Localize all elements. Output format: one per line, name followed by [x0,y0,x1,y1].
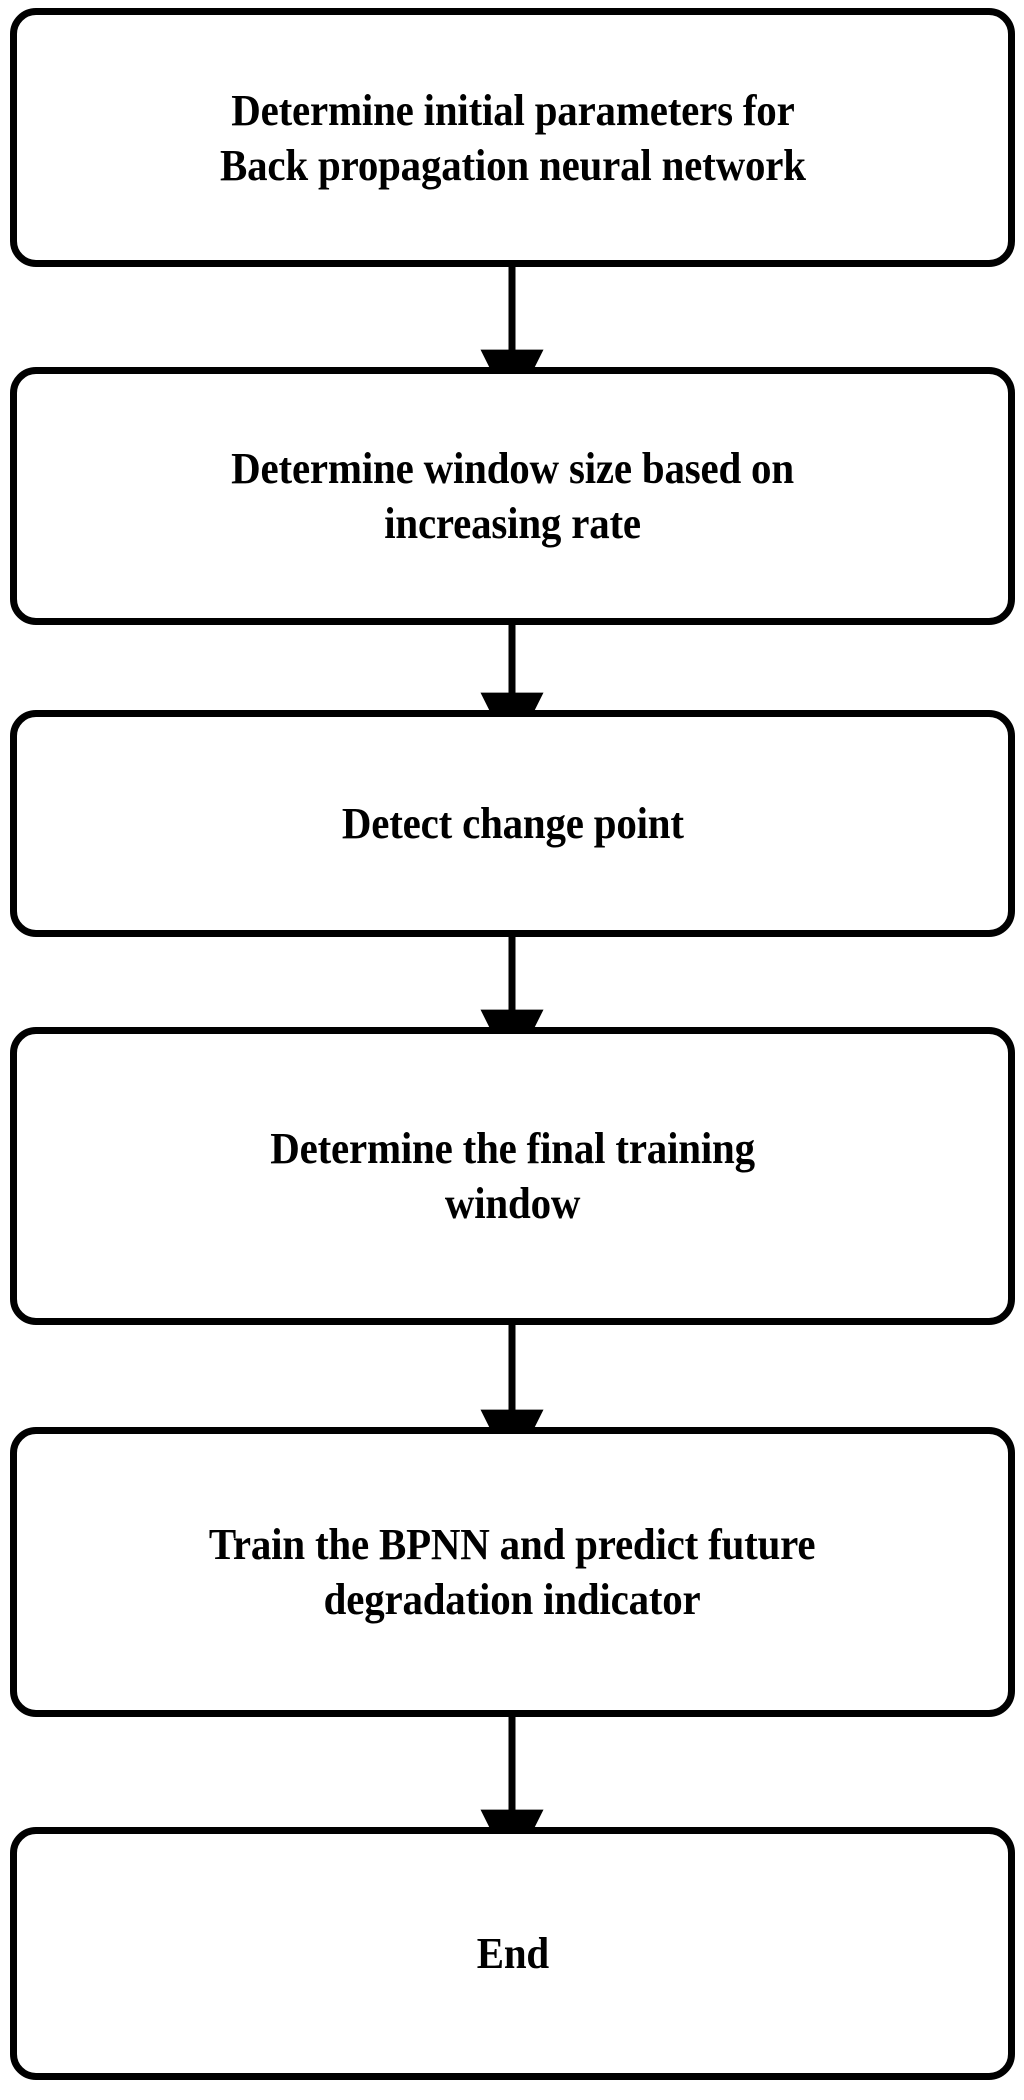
flowchart-node-label: End [476,1929,549,1978]
flowchart-node-label: Train the BPNN and predict future degrad… [209,1520,816,1624]
flowchart-node-label: Determine the final training window [270,1124,755,1228]
flowchart-node-label: Detect change point [341,799,684,848]
flowchart-node-end[interactable]: End [10,1827,1015,2080]
flowchart-node-determine-initial-parameters[interactable]: Determine initial parameters for Back pr… [10,8,1015,267]
flowchart-node-label: Determine initial parameters for Back pr… [219,85,806,190]
flowchart-node-determine-final-training-window[interactable]: Determine the final training window [10,1027,1015,1325]
flowchart-node-detect-change-point[interactable]: Detect change point [10,710,1015,937]
flowchart-node-determine-window-size[interactable]: Determine window size based on increasin… [10,367,1015,625]
flowchart-node-label: Determine window size based on increasin… [231,444,794,548]
flowchart-node-train-bpnn-predict[interactable]: Train the BPNN and predict future degrad… [10,1427,1015,1717]
